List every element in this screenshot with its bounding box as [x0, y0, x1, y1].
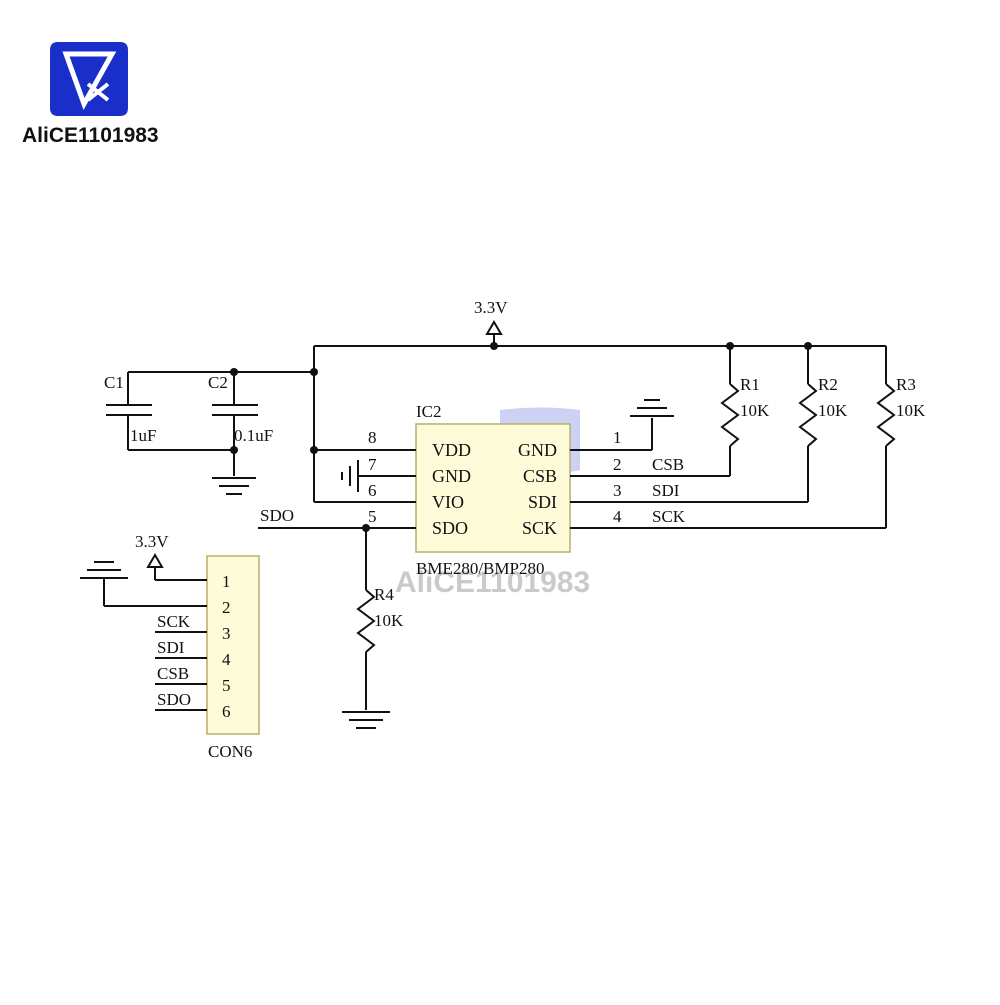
power-arrow-icon — [485, 320, 503, 335]
ic-body — [415, 423, 571, 553]
net-sdi-label: SDI — [652, 481, 680, 500]
r4-name: R4 — [374, 585, 394, 604]
connector-pin-6: 6 — [222, 702, 231, 721]
connector-net-sck: SCK — [157, 612, 191, 631]
connector-net-sdi: SDI — [157, 638, 185, 657]
connector-con6: CON6 1 2 3 4 5 6 3.3V SCK SDI CSB SDO — [80, 532, 260, 761]
ic-pin-sdi: SDI — [528, 492, 557, 512]
connector-pin-3: 3 — [222, 624, 231, 643]
ic-pin-num-7: 7 — [368, 455, 377, 474]
resistor-r4: R4 10K — [342, 528, 404, 729]
ic-pin-num-1: 1 — [613, 428, 622, 447]
ic-pin-vio: VIO — [432, 492, 464, 512]
ground-icon — [630, 399, 674, 417]
top-power-rail: 3.3V — [310, 298, 886, 502]
r1-value: 10K — [740, 401, 770, 420]
logo-text: AliCE1101983 — [22, 124, 159, 147]
power-arrow-icon — [146, 553, 164, 568]
ic-pin-num-2: 2 — [613, 455, 622, 474]
watermark-text: AliCE1101983 — [395, 566, 590, 599]
connector-pin-5: 5 — [222, 676, 231, 695]
r2-value: 10K — [818, 401, 848, 420]
r2-name: R2 — [818, 375, 838, 394]
capacitor-network: C1 1uF C2 0.1uF — [104, 368, 314, 495]
r3-name: R3 — [896, 375, 916, 394]
ic-pin-gnd-right: GND — [518, 440, 557, 460]
r4-value: 10K — [374, 611, 404, 630]
ic-pin-sdo: SDO — [432, 518, 468, 538]
ic-pin-num-6: 6 — [368, 481, 377, 500]
ground-icon — [212, 477, 256, 495]
r3-value: 10K — [896, 401, 926, 420]
ic-ref: IC2 — [416, 402, 442, 421]
power-label-connector: 3.3V — [135, 532, 169, 551]
ground-icon — [80, 561, 128, 579]
connector-pin-1: 1 — [222, 572, 231, 591]
c2-name: C2 — [208, 373, 228, 392]
c1-value: 1uF — [130, 426, 156, 445]
resistor-r3: R3 10K — [876, 346, 926, 528]
resistor-r2: R2 10K — [798, 346, 848, 502]
ic-pin-num-4: 4 — [613, 507, 622, 526]
connector-body — [206, 555, 260, 735]
logo-mark-icon — [62, 51, 117, 111]
sdo-net-label: SDO — [260, 506, 294, 525]
connector-pin-2: 2 — [222, 598, 231, 617]
ic-part: BME280/BMP280 — [416, 559, 544, 578]
c2-value: 0.1uF — [234, 426, 273, 445]
connector-ref: CON6 — [208, 742, 252, 761]
connector-pin-4: 4 — [222, 650, 231, 669]
net-sck-label: SCK — [652, 507, 686, 526]
ic-pin-num-3: 3 — [613, 481, 622, 500]
c1-name: C1 — [104, 373, 124, 392]
ground-icon — [342, 711, 390, 729]
brand-logo: AliCE1101983 — [22, 42, 159, 147]
ic-pin-vdd: VDD — [432, 440, 471, 460]
connector-net-csb: CSB — [157, 664, 189, 683]
logo-cross-icon — [86, 82, 110, 102]
ic-pin-num-5: 5 — [368, 507, 377, 526]
ic-pin-num-8: 8 — [368, 428, 377, 447]
ground-icon — [341, 460, 359, 492]
r1-name: R1 — [740, 375, 760, 394]
ic-pin-sck: SCK — [522, 518, 557, 538]
ic-pin-csb: CSB — [523, 466, 557, 486]
capacitor-c1: C1 1uF — [104, 372, 156, 450]
resistor-r1: R1 10K — [720, 346, 770, 476]
capacitor-c2: C2 0.1uF — [208, 372, 273, 476]
net-csb-label: CSB — [652, 455, 684, 474]
ic-bme280: IC2 BME280/BMP280 VDD GND VIO SDO GND CS… — [258, 399, 886, 578]
power-label-top: 3.3V — [474, 298, 508, 317]
ic-pin-gnd-left: GND — [432, 466, 471, 486]
connector-net-sdo: SDO — [157, 690, 191, 709]
